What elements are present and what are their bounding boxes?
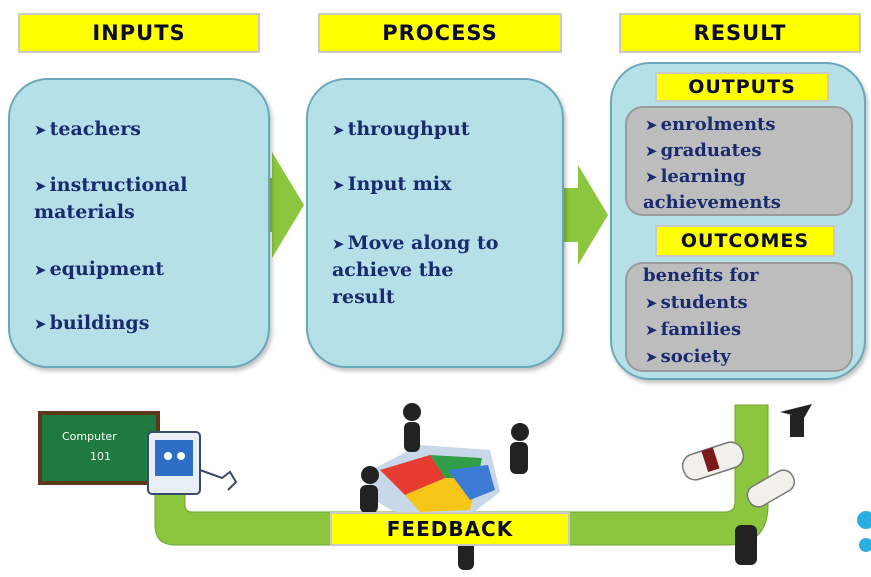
outcomes-box xyxy=(625,262,853,372)
outcomes-item-families: ➤families xyxy=(645,319,742,340)
process-item-throughput: ➤throughput xyxy=(332,118,470,140)
decor-dot-icon xyxy=(857,511,871,529)
chalkboard-icon: Computer 101 xyxy=(38,411,160,485)
computer-mascot-icon xyxy=(147,431,238,495)
process-item-move-along: ➤Move along to xyxy=(332,232,499,254)
outcomes-item-society: ➤society xyxy=(645,346,731,367)
svg-text:101: 101 xyxy=(90,450,111,463)
inputs-item-teachers: ➤teachers xyxy=(34,118,141,140)
feedback-label: FEEDBACK xyxy=(330,512,570,546)
outcomes-item-students: ➤students xyxy=(645,292,748,313)
outcomes-header: OUTCOMES xyxy=(655,225,835,257)
outcomes-intro: benefits for xyxy=(643,265,759,286)
flow-arrow-2-icon xyxy=(562,165,608,265)
process-item-result: result xyxy=(332,286,395,308)
inputs-panel xyxy=(8,78,270,368)
process-item-achieve: achieve the xyxy=(332,259,454,281)
inputs-item-equipment: ➤equipment xyxy=(34,258,165,280)
inputs-item-instructional: ➤instructional xyxy=(34,174,188,196)
inputs-item-buildings: ➤buildings xyxy=(34,312,150,334)
svg-text:Computer: Computer xyxy=(62,430,117,443)
outputs-item-achievements: achievements xyxy=(643,192,781,213)
outputs-item-enrolments: ➤enrolments xyxy=(645,114,776,135)
result-header: RESULT xyxy=(619,13,861,53)
graduate-diploma-icon xyxy=(681,404,812,565)
outputs-item-learning: ➤learning xyxy=(645,166,746,187)
process-item-input-mix: ➤Input mix xyxy=(332,173,452,195)
inputs-header: INPUTS xyxy=(18,13,260,53)
inputs-item-materials: materials xyxy=(34,201,135,223)
puzzle-team-icon xyxy=(360,403,529,570)
process-panel xyxy=(306,78,564,368)
outputs-header: OUTPUTS xyxy=(655,72,829,102)
process-header: PROCESS xyxy=(318,13,562,53)
outputs-box xyxy=(625,106,853,216)
outputs-item-graduates: ➤graduates xyxy=(645,140,762,161)
